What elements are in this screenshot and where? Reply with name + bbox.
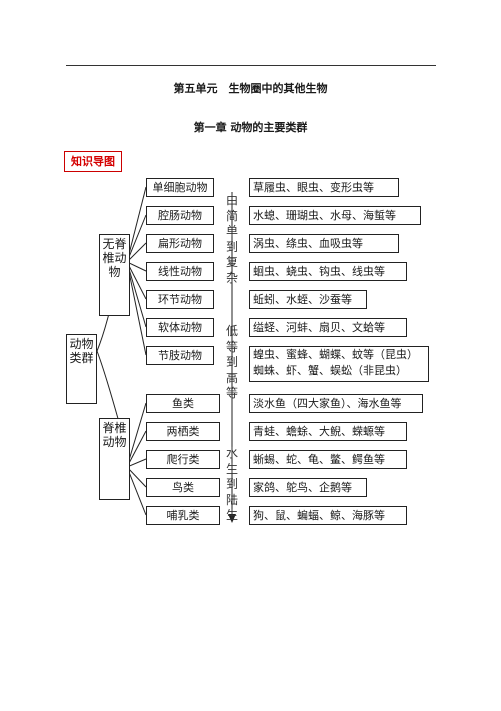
- category-reptiles: 爬行类: [146, 450, 220, 469]
- examples-flatworms: 涡虫、绦虫、血吸虫等: [249, 234, 399, 253]
- examples-arthropods: 蝗虫、蜜蜂、蝴蝶、蚊等（昆虫） 蜘蛛、虾、蟹、蜈蚣（非昆虫）: [249, 346, 429, 382]
- category-coelenterates: 腔肠动物: [146, 206, 214, 225]
- category-mollusks: 软体动物: [146, 318, 214, 337]
- trend-water-to-land: 水生到陆生: [225, 446, 238, 522]
- trend-low-to-high: 低等到高等: [225, 324, 238, 400]
- chapter-title: 第一章 动物的主要类群: [193, 121, 308, 134]
- unit-title: 第五单元 生物圈中的其他生物: [173, 82, 328, 95]
- examples-arthropods-non-insects: 蜘蛛、虾、蟹、蜈蚣（非昆虫）: [253, 364, 407, 377]
- group-node-invertebrates: 无脊椎动物: [99, 234, 130, 316]
- examples-roundworms: 蛔虫、蛲虫、钩虫、线虫等: [249, 262, 407, 281]
- category-flatworms: 扁形动物: [146, 234, 214, 253]
- examples-reptiles: 蜥蜴、蛇、龟、鳖、鳄鱼等: [249, 450, 407, 469]
- category-birds: 鸟类: [146, 478, 220, 497]
- examples-single-celled: 草履虫、眼虫、变形虫等: [249, 178, 399, 197]
- examples-arthropods-insects: 蝗虫、蜜蜂、蝴蝶、蚊等（昆虫）: [253, 348, 418, 361]
- trend-simple-to-complex: 由简单到复杂: [225, 193, 238, 285]
- examples-birds: 家鸽、鸵鸟、企鹅等: [249, 478, 367, 497]
- category-annelids: 环节动物: [146, 290, 214, 309]
- examples-mammals: 狗、鼠、蝙蝠、鲸、海豚等: [249, 506, 407, 525]
- category-arthropods: 节肢动物: [146, 346, 214, 365]
- examples-mollusks: 缢蛏、河蚌、扇贝、文蛤等: [249, 318, 407, 337]
- examples-amphibians: 青蛙、蟾蜍、大鲵、蝾螈等: [249, 422, 407, 441]
- category-single-celled: 单细胞动物: [146, 178, 214, 197]
- examples-annelids: 蚯蚓、水蛭、沙蚕等: [249, 290, 367, 309]
- category-mammals: 哺乳类: [146, 506, 220, 525]
- category-roundworms: 线性动物: [146, 262, 214, 281]
- examples-fish: 淡水鱼（四大家鱼）、海水鱼等: [249, 394, 423, 413]
- group-node-vertebrates: 脊椎动物: [99, 418, 130, 500]
- category-amphibians: 两栖类: [146, 422, 220, 441]
- examples-coelenterates: 水螅、珊瑚虫、水母、海蜇等: [249, 206, 421, 225]
- root-node-animal-groups: 动物类群: [66, 334, 97, 404]
- header-rule: [66, 65, 436, 66]
- category-fish: 鱼类: [146, 394, 220, 413]
- section-tag: 知识导图: [64, 151, 122, 172]
